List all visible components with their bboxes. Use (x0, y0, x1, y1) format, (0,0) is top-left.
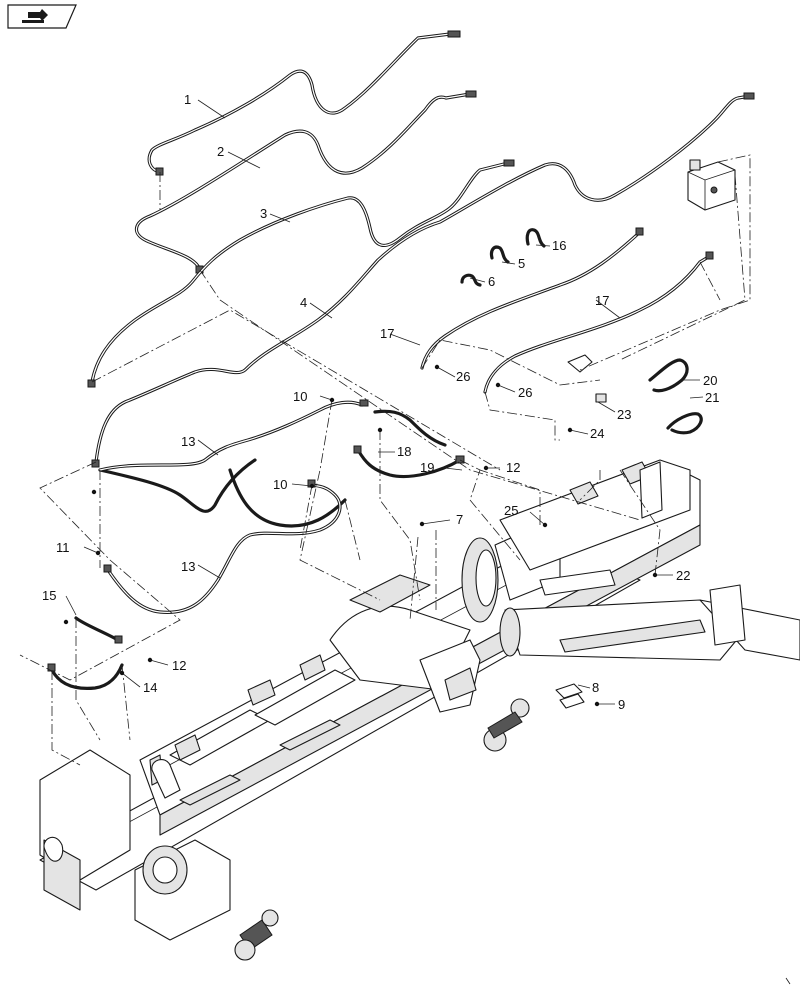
callout-20: 20 (703, 373, 717, 388)
callout-26-left: 26 (456, 369, 470, 384)
callout-25: 25 (504, 503, 518, 518)
callout-4: 4 (300, 295, 307, 310)
callout-23: 23 (617, 407, 631, 422)
fitting-23 (595, 393, 607, 403)
hose-14-15 (47, 616, 124, 691)
tube-4 (91, 92, 755, 468)
callout-12-top: 12 (506, 460, 520, 475)
wheel-hub-center (483, 698, 530, 752)
page-return-icon (22, 9, 48, 23)
bracket-8 (555, 683, 585, 709)
tube-17-upper (420, 227, 644, 370)
main-frame-assembly (39, 459, 800, 961)
tube-1 (147, 30, 461, 176)
callout-1: 1 (184, 92, 191, 107)
bracket-23-mount (567, 354, 593, 373)
tube-13-lower (103, 479, 342, 614)
tube-3 (87, 159, 515, 388)
callout-leaders (65, 99, 704, 705)
callout-10-mid: 10 (273, 477, 287, 492)
callout-9: 9 (618, 697, 625, 712)
callout-labels: 1 2 3 4 16 5 6 17 17 26 26 20 21 23 24 1… (42, 92, 719, 712)
tube-13-upper (98, 399, 369, 528)
callout-24: 24 (590, 426, 604, 441)
callout-3: 3 (260, 206, 267, 221)
routing-lines (19, 154, 751, 766)
callout-6: 6 (488, 274, 495, 289)
callout-11: 11 (56, 540, 70, 555)
valve-block (687, 159, 736, 211)
wing-lift-cylinder (499, 569, 800, 661)
callout-5: 5 (518, 256, 525, 271)
clip-6 (460, 273, 482, 287)
callout-15: 15 (42, 588, 56, 603)
callout-2: 2 (217, 144, 224, 159)
clip-16 (525, 228, 546, 248)
callout-17-right: 17 (595, 293, 609, 308)
callout-13-top: 13 (181, 434, 195, 449)
tube-2 (135, 90, 477, 274)
callout-14: 14 (143, 680, 157, 695)
callout-18: 18 (397, 444, 411, 459)
callout-13-bottom: 13 (181, 559, 195, 574)
callout-7: 7 (456, 512, 463, 527)
callout-26-right: 26 (518, 385, 532, 400)
callout-8: 8 (592, 680, 599, 695)
callout-12-bottom: 12 (172, 658, 186, 673)
callout-10-top: 10 (293, 389, 307, 404)
callout-16: 16 (552, 238, 566, 253)
callout-22: 22 (676, 568, 690, 583)
corner-mark (785, 977, 791, 985)
callout-17-left: 17 (380, 326, 394, 341)
hose-20-21 (648, 358, 703, 435)
clip-5 (489, 245, 510, 264)
page-return-button[interactable] (7, 4, 77, 29)
tube-17-lower (483, 251, 714, 394)
hose-18-19 (353, 409, 465, 479)
callout-dots (63, 364, 658, 707)
callout-19: 19 (420, 460, 434, 475)
wheel-hub-front (234, 909, 279, 961)
callout-21: 21 (705, 390, 719, 405)
